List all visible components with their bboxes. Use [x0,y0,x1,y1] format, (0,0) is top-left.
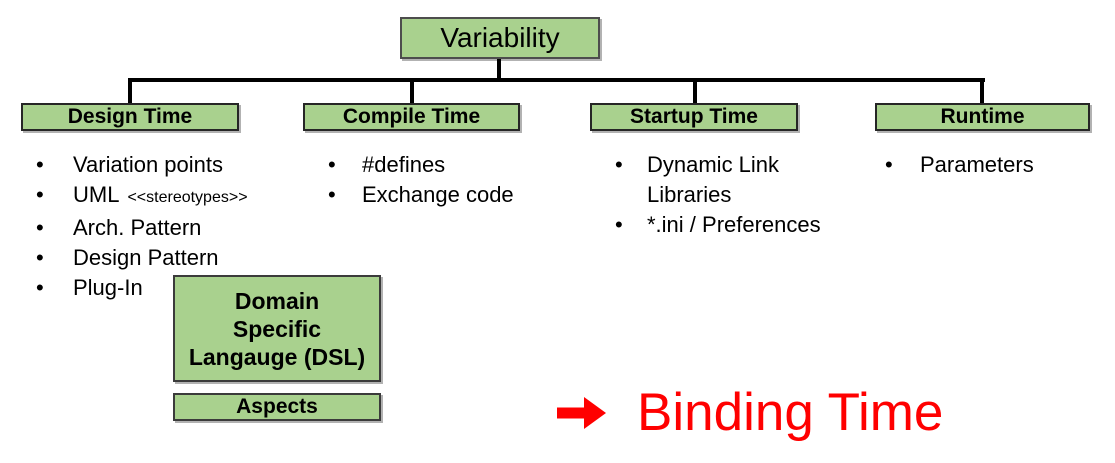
list-item-text: Design Pattern [73,245,219,270]
runtime-label: Runtime [940,105,1025,128]
compile-time-list: • #defines • Exchange code [320,150,514,210]
list-item-text: UML [73,182,120,207]
runtime-box: Runtime [875,103,1090,131]
list-item: • Parameters [877,150,1034,180]
connector-line [128,78,132,103]
compile-time-label: Compile Time [342,105,481,128]
list-item: • Design Pattern [30,243,248,273]
bullet-icon: • [36,152,44,177]
list-item-text: Arch. Pattern [73,215,202,240]
design-time-label: Design Time [67,105,193,128]
list-item-text: Plug-In [73,275,143,300]
variability-box: Variability [400,17,600,59]
list-item-text: Parameters [920,152,1034,177]
variability-label: Variability [440,22,560,53]
dsl-box: Domain Specific Langauge (DSL) [173,275,381,382]
bullet-icon: • [36,275,44,300]
list-item: • Variation points [30,150,248,180]
bullet-icon: • [36,215,44,240]
list-item-text: Dynamic Link Libraries [647,152,780,207]
bullet-icon: • [615,212,623,237]
dsl-label: Domain Specific Langauge (DSL) [188,287,366,370]
list-item-text: #defines [362,152,446,177]
connector-line [410,78,414,103]
bullet-icon: • [615,152,623,177]
list-item-text: Exchange code [362,182,514,207]
list-item: • Dynamic Link Libraries [607,150,821,210]
list-item: • #defines [320,150,514,180]
bullet-icon: • [36,182,44,207]
list-item: • UML <<stereotypes>> [30,180,248,213]
binding-time-caption: Binding Time [557,383,944,442]
bullet-icon: • [885,152,893,177]
design-time-list: • Variation points • UML <<stereotypes>>… [30,150,248,303]
startup-time-list: • Dynamic Link Libraries • *.ini / Prefe… [607,150,821,240]
aspects-box: Aspects [173,393,381,421]
list-item: • Plug-In [30,273,248,303]
connector-line [693,78,697,103]
bullet-icon: • [36,245,44,270]
list-item-text: Variation points [73,152,224,177]
startup-time-label: Startup Time [630,105,758,128]
list-item: • *.ini / Preferences [607,210,821,240]
bullet-icon: • [328,182,336,207]
design-time-box: Design Time [21,103,239,131]
connector-line [980,78,984,103]
list-item-suffix: <<stereotypes>> [127,189,248,206]
list-item: • Arch. Pattern [30,213,248,243]
right-arrow-icon [557,397,606,429]
aspects-label: Aspects [236,395,318,418]
list-item-text: *.ini / Preferences [647,212,821,237]
binding-time-text: Binding Time [637,383,944,442]
runtime-list: • Parameters [877,150,1034,180]
connector-line [128,78,985,82]
list-item: • Exchange code [320,180,514,210]
connector-line [497,59,501,78]
startup-time-box: Startup Time [590,103,798,131]
bullet-icon: • [328,152,336,177]
compile-time-box: Compile Time [303,103,520,131]
